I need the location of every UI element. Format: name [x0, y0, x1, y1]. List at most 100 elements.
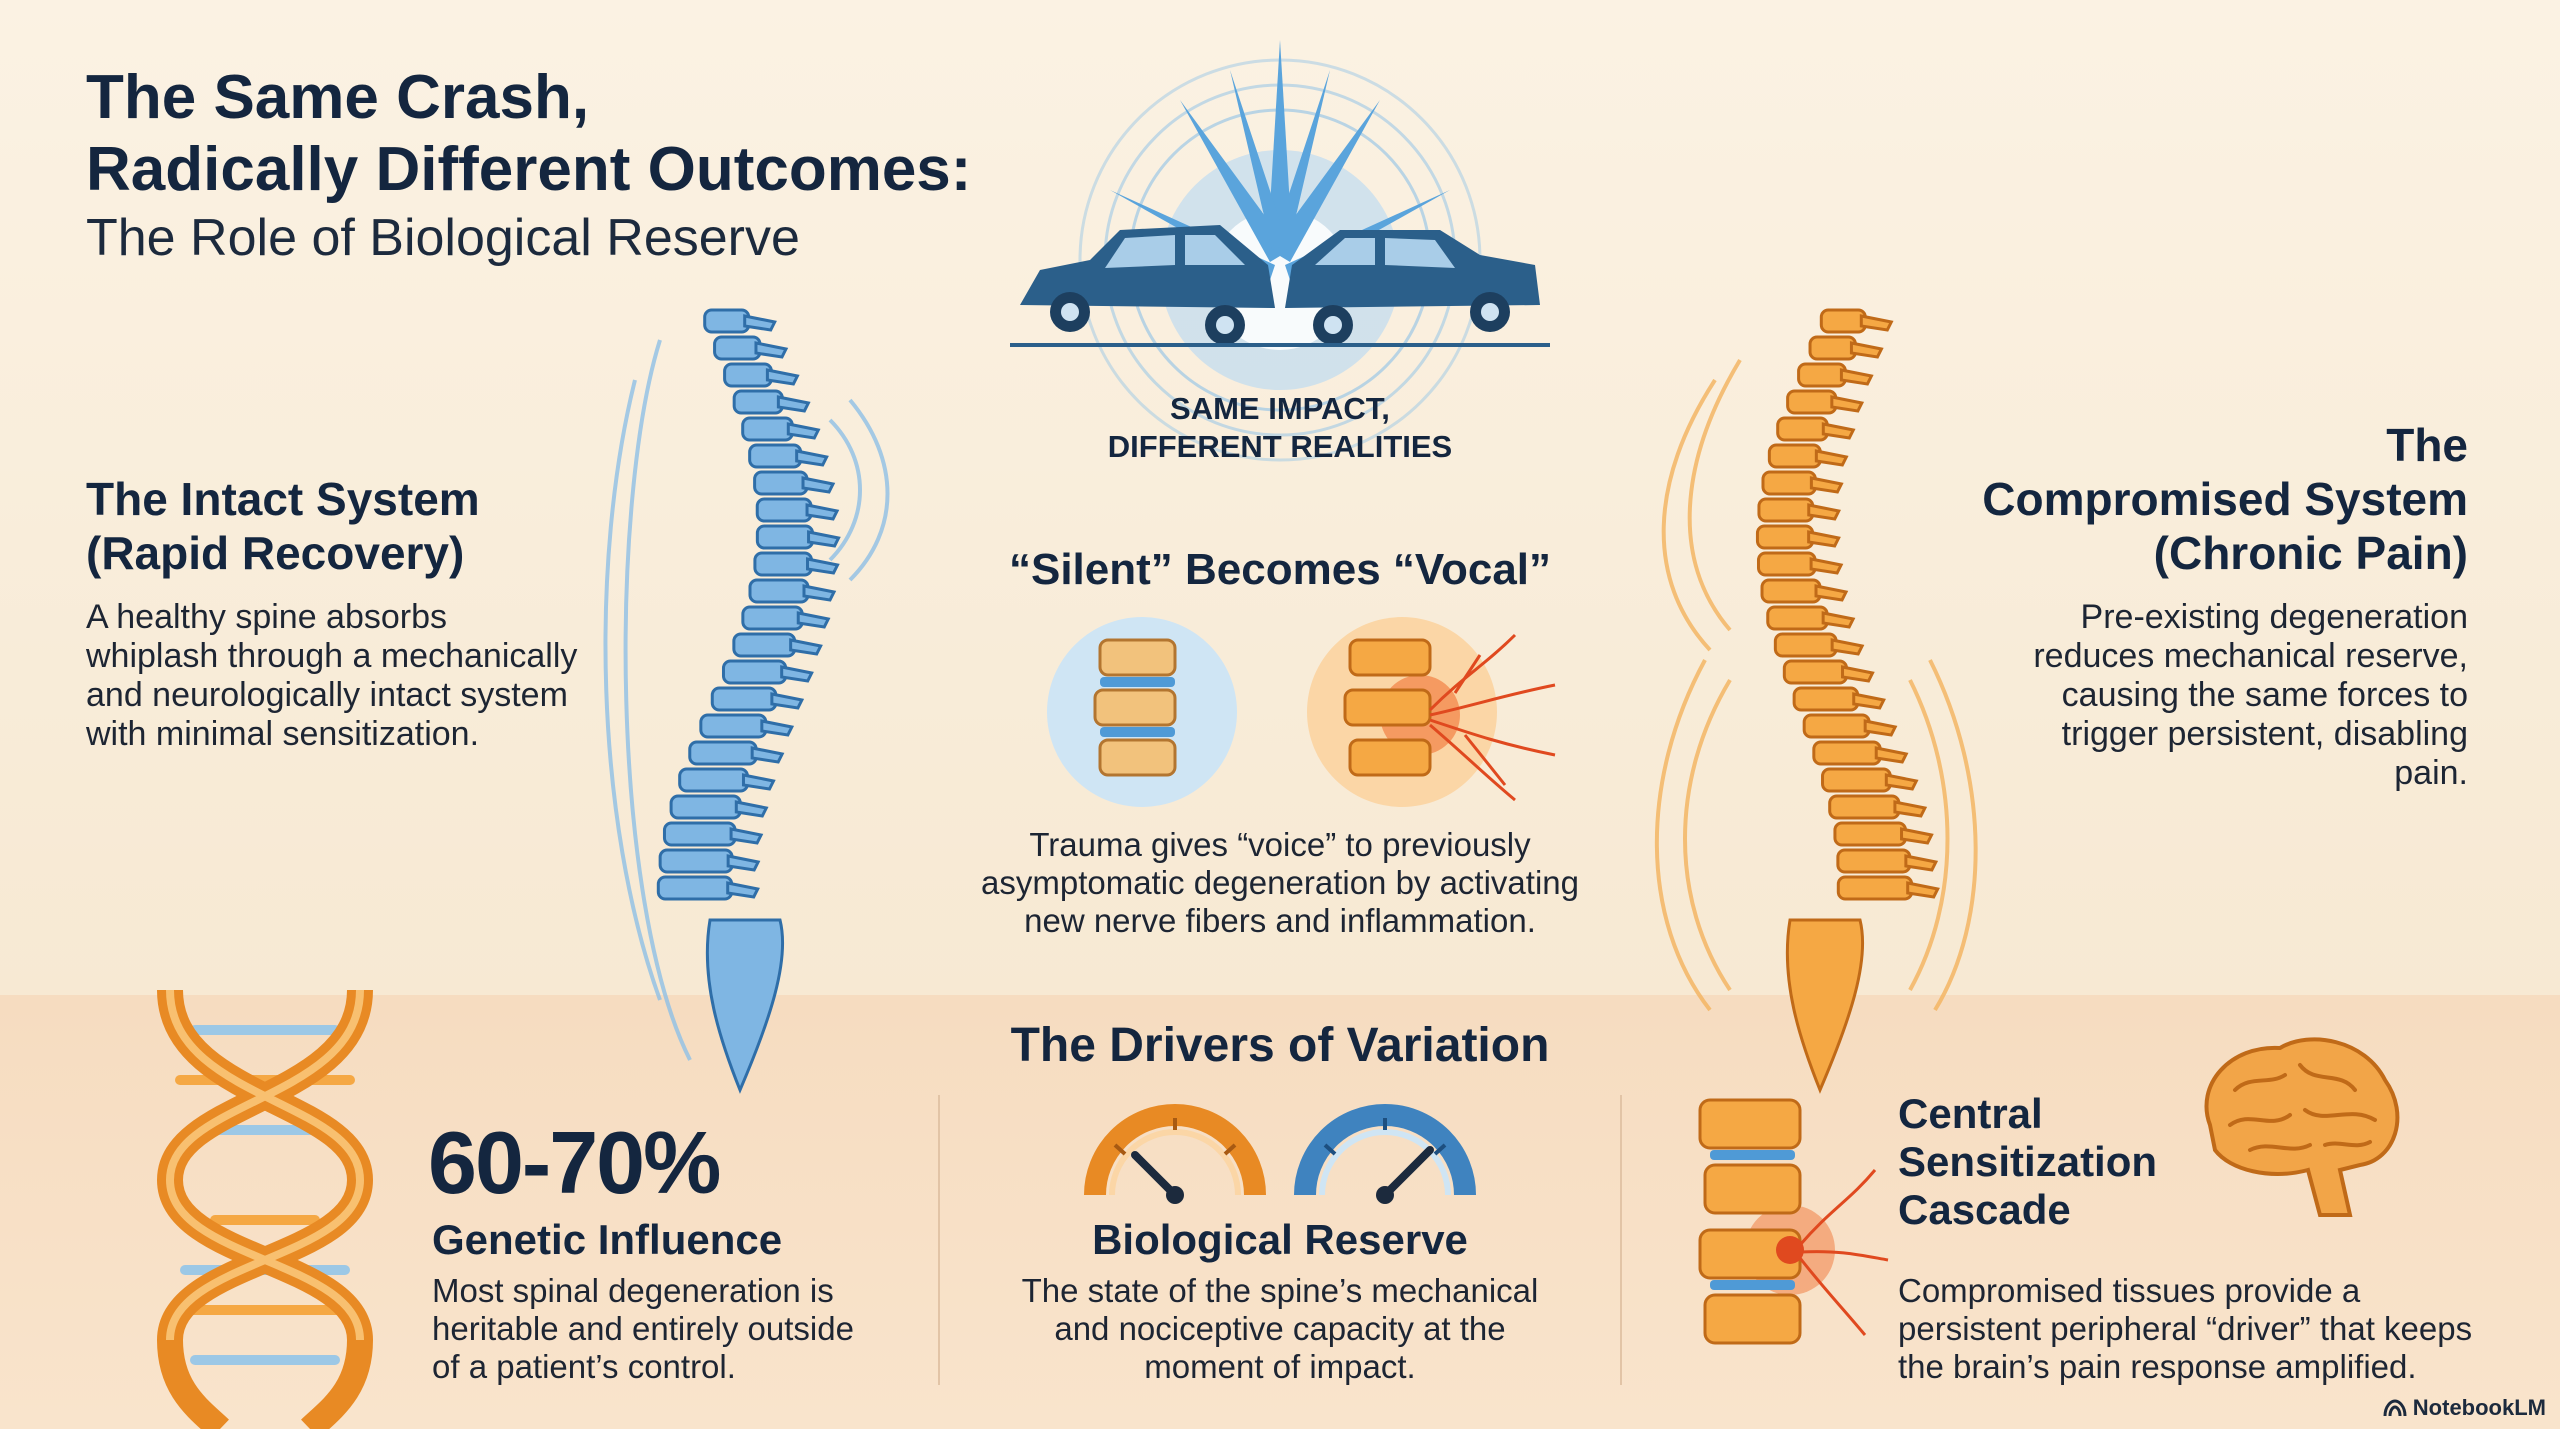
vertebra-process	[726, 854, 761, 872]
vertebra	[1836, 848, 1912, 874]
divider-left	[938, 1095, 940, 1385]
divider-right	[1620, 1095, 1622, 1385]
vertebra-process	[1821, 422, 1856, 440]
healthy-vertebra-icon	[1047, 617, 1237, 807]
vertebra-process	[754, 341, 789, 359]
genetic-label: Genetic Influence	[432, 1216, 783, 1263]
vertebra-process	[1859, 314, 1894, 332]
vertebra	[1760, 578, 1822, 604]
vertebra	[755, 524, 815, 550]
vertebra	[732, 632, 797, 658]
brain-icon	[2204, 1037, 2400, 1217]
vertebra	[656, 875, 734, 901]
inflamed-vertebra-icon	[1307, 617, 1556, 807]
vertebra-process	[750, 746, 785, 764]
vertebra-process	[1814, 584, 1849, 602]
vertebra	[1833, 821, 1908, 847]
compromised-description: Pre-existing degeneration reduces mechan…	[2033, 598, 2468, 792]
compromised-heading: The Compromised System (Chronic Pain)	[1982, 419, 2468, 579]
vertebra-process	[726, 881, 760, 899]
vertebra	[753, 551, 814, 577]
vertebra-process	[765, 368, 800, 386]
gauge-icon-low	[1084, 1104, 1266, 1204]
vertebra	[699, 713, 768, 739]
vertebra-process	[1830, 638, 1865, 656]
vertebra-process	[796, 611, 831, 629]
car-crash-icon	[1010, 40, 1550, 462]
genetic-description: Most spinal degeneration is heritable an…	[432, 1272, 854, 1385]
vertebra-process	[776, 395, 811, 413]
silent-vocal-heading: “Silent” Becomes “Vocal”	[1008, 545, 1552, 594]
vertebra-process	[1863, 719, 1898, 737]
vertebra	[1821, 767, 1892, 793]
vertebra	[658, 848, 734, 874]
page-title: The Same Crash, Radically Different Outc…	[86, 63, 972, 204]
vertebra	[678, 767, 749, 793]
vertebra	[662, 821, 737, 847]
notebooklm-logo-icon	[2383, 1399, 2407, 1417]
vertebra-process	[801, 476, 836, 494]
silent-vocal-description: Trauma gives “voice” to previously asymp…	[981, 826, 1579, 939]
vertebra	[755, 497, 813, 523]
page-subtitle: The Role of Biological Reserve	[86, 209, 800, 267]
vertebra-process	[1884, 773, 1919, 791]
compromised-spine-icon	[1654, 308, 1978, 1094]
vertebra-process	[1807, 503, 1841, 521]
vertebra-process	[1839, 368, 1874, 386]
vertebra	[732, 389, 784, 415]
vertebra	[1773, 632, 1838, 658]
vertebra	[669, 794, 742, 820]
vertebra-process	[1874, 746, 1909, 764]
vertebra-process	[802, 584, 837, 602]
vertebra-process	[741, 773, 776, 791]
central-sensitization-description: Compromised tissues provide a persistent…	[1898, 1272, 2473, 1385]
vertebra-process	[1807, 530, 1841, 548]
vertebra-process	[1809, 557, 1844, 575]
vertebra-process	[780, 665, 814, 683]
drivers-heading: The Drivers of Variation	[1010, 1019, 1550, 1072]
vertebra-process	[1841, 665, 1875, 683]
dna-icon	[156, 989, 374, 1429]
vertebra-process	[1893, 800, 1928, 818]
vertebra	[753, 470, 809, 496]
vertebra-process	[743, 314, 777, 332]
vertebra	[1828, 794, 1901, 820]
vertebra-process	[1904, 854, 1939, 872]
inflamed-spine-segment-icon	[1698, 1098, 1889, 1345]
vertebra-process	[786, 422, 821, 440]
vertebra	[1819, 308, 1867, 334]
left-car	[1020, 225, 1275, 345]
vertebra	[1836, 875, 1914, 901]
intact-heading: The Intact System (Rapid Recovery)	[86, 473, 480, 579]
vertebra-process	[760, 719, 795, 737]
vertebra-process	[1849, 341, 1884, 359]
vertebra	[741, 416, 794, 442]
vertebra-process	[1809, 476, 1844, 494]
vertebra	[721, 659, 788, 685]
vertebra	[1802, 713, 1871, 739]
right-car	[1285, 230, 1540, 345]
vertebra	[688, 740, 758, 766]
vertebra-process	[789, 638, 823, 656]
vertebra-process	[807, 530, 841, 548]
vertebra-process	[1830, 395, 1865, 413]
vertebra	[710, 686, 778, 712]
vertebra	[723, 362, 773, 388]
vertebra-process	[805, 503, 840, 521]
vertebra-process	[1906, 881, 1940, 899]
vertebra	[748, 443, 803, 469]
vertebra-process	[1900, 827, 1934, 845]
healthy-spine-icon	[603, 308, 890, 1094]
vertebra-process	[729, 827, 764, 845]
vertebra	[741, 605, 804, 631]
impact-caption: SAME IMPACT, DIFFERENT REALITIES	[1107, 391, 1453, 464]
intact-description: A healthy spine absorbs whiplash through…	[86, 598, 578, 753]
gauge-icon-high	[1294, 1104, 1476, 1204]
vertebra	[1797, 362, 1847, 388]
reserve-description: The state of the spine’s mechanical and …	[1021, 1272, 1539, 1385]
vertebra	[1782, 659, 1849, 685]
vertebra-process	[1852, 692, 1886, 710]
vertebra	[713, 335, 762, 361]
vertebra-process	[795, 449, 829, 467]
vertebra	[1792, 686, 1860, 712]
